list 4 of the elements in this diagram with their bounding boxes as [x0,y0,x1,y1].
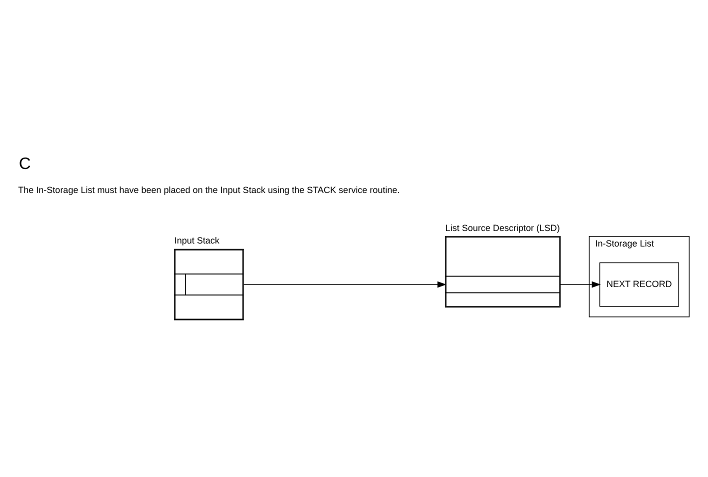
node-label: Input Stack [174,236,220,246]
node-label: List Source Descriptor (LSD) [445,222,560,233]
diagram-title: C [18,154,31,174]
label: The In-Storage List must have been placed on the Input Stack using the STACK service routine. [18,184,400,195]
